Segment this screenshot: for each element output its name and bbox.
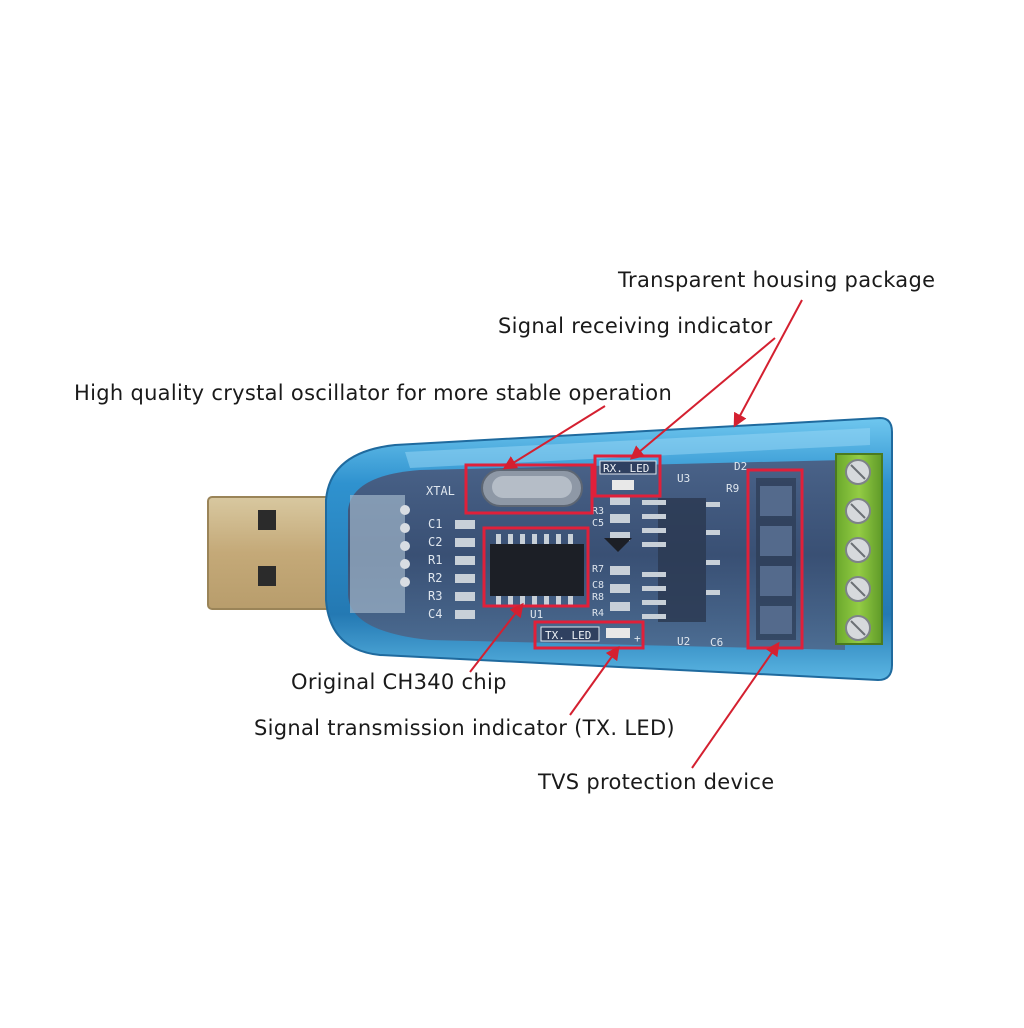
u2-silkscreen: U2 xyxy=(677,635,690,648)
chip-callout: Original CH340 chip xyxy=(291,670,507,694)
terminal-screws xyxy=(845,459,871,641)
left-smd-pads xyxy=(455,520,475,619)
callout-arrows xyxy=(469,299,803,769)
u1-silkscreen: U1 xyxy=(530,608,543,621)
r9-silkscreen: R9 xyxy=(726,482,739,495)
left-silkscreen-label: C1 xyxy=(428,517,442,531)
rx-led: RX. LED xyxy=(599,460,657,490)
left-silkscreen-label: R1 xyxy=(428,553,442,567)
left-silkscreen: C1 C2 R1 R2 R3 C4 xyxy=(428,517,442,621)
terminal-block xyxy=(835,453,883,645)
c5-silkscreen: C5 xyxy=(592,518,604,529)
middle-smd-pads xyxy=(604,496,632,611)
plus-silkscreen: + xyxy=(634,632,641,645)
r8-silkscreen: R8 xyxy=(592,592,604,603)
left-silkscreen-label: C4 xyxy=(428,607,442,621)
tx-led: TX. LED + xyxy=(540,626,641,645)
ch340-chip: U1 xyxy=(490,534,584,621)
rx-arrow xyxy=(629,337,776,460)
housing-arrow xyxy=(733,299,803,428)
housing-callout: Transparent housing package xyxy=(618,268,936,292)
rx-indicator-callout: Signal receiving indicator xyxy=(498,314,773,338)
middle-silkscreen: R3 C5 R7 C8 R8 R4 xyxy=(592,506,604,619)
crystal-highlight xyxy=(464,463,594,515)
highlight-boxes xyxy=(464,454,804,650)
tvs-callout: TVS protection device xyxy=(538,770,775,794)
tx-arrow xyxy=(569,645,620,716)
r4-silkscreen: R4 xyxy=(592,608,604,619)
rx-led-highlight xyxy=(593,454,662,498)
u3-silkscreen: U3 xyxy=(677,472,690,485)
xtal-silkscreen: XTAL xyxy=(426,484,455,498)
usb-plug xyxy=(207,496,339,610)
usb-connector-pads xyxy=(350,495,410,613)
tvs-silkscreen: D2 R9 C6 xyxy=(710,460,747,649)
crystal-arrow xyxy=(502,405,606,470)
r3-silkscreen: R3 xyxy=(592,506,604,517)
tx-indicator-callout: Signal transmission indicator (TX. LED) xyxy=(254,716,675,740)
tvs-arrow xyxy=(691,641,780,769)
crystal-oscillator: XTAL xyxy=(426,469,583,507)
transceiver-chip: U3 U2 xyxy=(642,472,720,648)
tvs-device xyxy=(756,478,796,640)
chip-arrow xyxy=(469,602,524,673)
c8-silkscreen: C8 xyxy=(592,580,604,591)
chip-highlight xyxy=(482,526,590,608)
d2-silkscreen: D2 xyxy=(734,460,747,473)
tx-led-highlight xyxy=(533,620,645,650)
left-silkscreen-label: C2 xyxy=(428,535,442,549)
r7-silkscreen: R7 xyxy=(592,564,604,575)
crystal-callout: High quality crystal oscillator for more… xyxy=(74,381,673,405)
left-silkscreen-label: R3 xyxy=(428,589,442,603)
rx-led-silkscreen: RX. LED xyxy=(603,462,649,475)
tx-led-silkscreen: TX. LED xyxy=(545,629,591,642)
c6-silkscreen: C6 xyxy=(710,636,723,649)
left-silkscreen-label: R2 xyxy=(428,571,442,585)
